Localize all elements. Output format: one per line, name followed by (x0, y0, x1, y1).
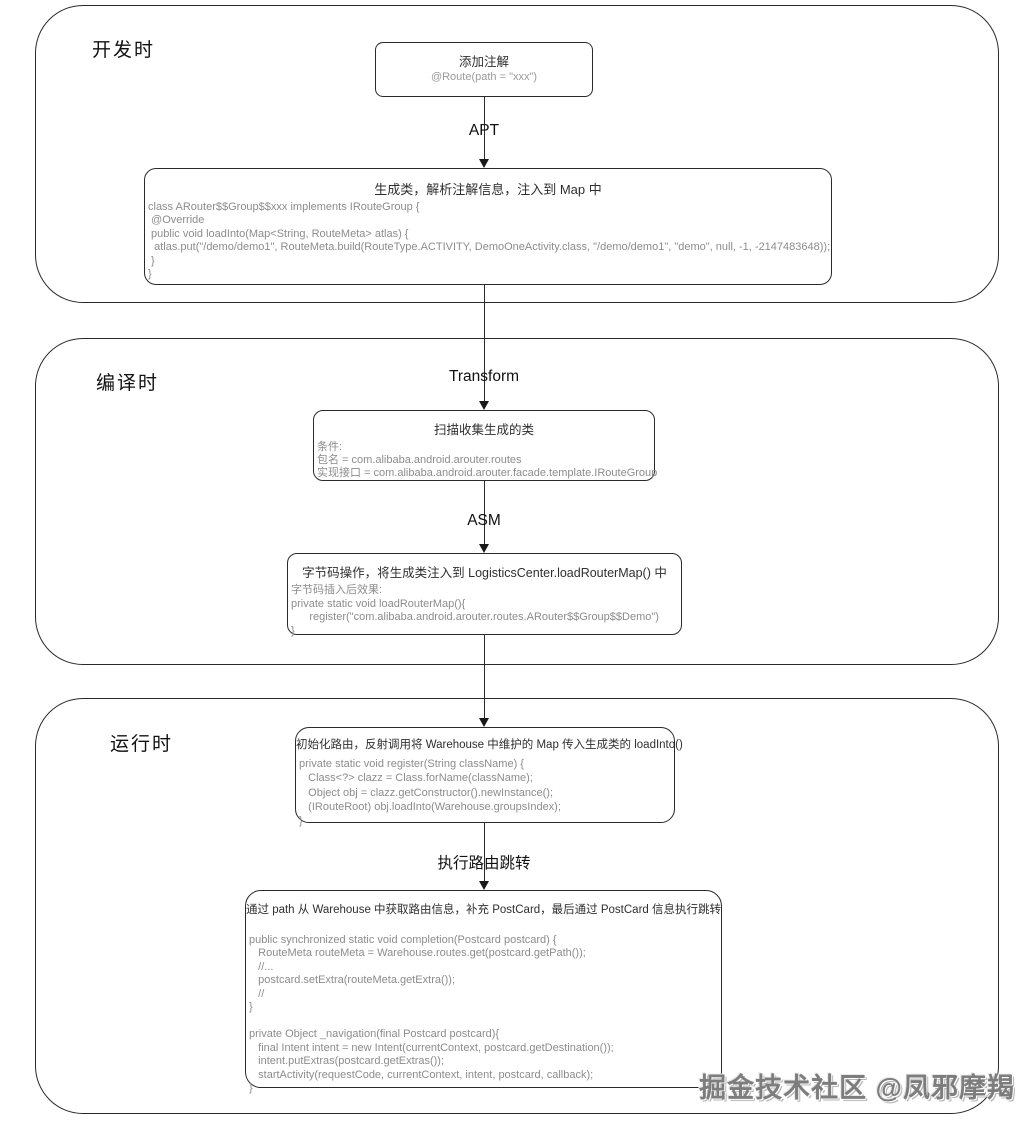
connector-annotate-to-generate (484, 97, 486, 161)
node-generate-class-title: 生成类，解析注解信息，注入到 Map 中 (374, 182, 602, 197)
node-generate-class: 生成类，解析注解信息，注入到 Map 中 class ARouter$$Grou… (144, 168, 832, 285)
node-scan-classes-code: 条件: 包名 = com.alibaba.android.arouter.rou… (317, 441, 658, 480)
node-scan-classes-title: 扫描收集生成的类 (433, 423, 534, 437)
arrow-label-apt: APT (468, 122, 500, 139)
node-completion-jump-code: public synchronized static void completi… (249, 933, 614, 1095)
node-init-route: 初始化路由，反射调用将 Warehouse 中维护的 Map 传入生成类的 lo… (295, 727, 683, 827)
node-init-route-title: 初始化路由，反射调用将 Warehouse 中维护的 Map 传入生成类的 lo… (296, 739, 683, 751)
arrowhead-scan (479, 401, 489, 410)
connector-generate-to-scan (484, 285, 486, 403)
node-add-annotation-title: 添加注解 (458, 55, 509, 69)
connector-bytecode-to-init (484, 635, 486, 720)
arrow-label-transform: Transform (448, 368, 520, 385)
arrow-label-route-jump: 执行路由跳转 (437, 855, 531, 872)
node-init-route-code: private static void register(String clas… (299, 758, 561, 828)
connector-init-to-completion (484, 823, 486, 883)
node-scan-classes: 扫描收集生成的类 条件: 包名 = com.alibaba.android.ar… (313, 410, 658, 481)
connector-scan-to-bytecode (484, 481, 486, 546)
arrowhead-bytecode (479, 544, 489, 553)
node-add-annotation-code: @Route(path = "xxx") (430, 71, 538, 83)
stage-label-compile: 编译时 (96, 373, 160, 394)
stage-label-development: 开发时 (92, 40, 156, 61)
node-completion-jump-title: 通过 path 从 Warehouse 中获取路由信息，补充 PostCard，… (246, 904, 722, 916)
node-completion-jump: 通过 path 从 Warehouse 中获取路由信息，补充 PostCard，… (245, 890, 722, 1094)
arrow-label-asm: ASM (467, 512, 501, 529)
node-generate-class-code: class ARouter$$Group$$xxx implements IRo… (148, 201, 831, 281)
arrowhead-completion (479, 881, 489, 890)
node-add-annotation: 添加注解 @Route(path = "xxx") (375, 42, 593, 97)
node-bytecode-operation-title: 字节码操作，将生成类注入到 LogisticsCenter.loadRouter… (302, 566, 667, 580)
node-bytecode-operation: 字节码操作，将生成类注入到 LogisticsCenter.loadRouter… (287, 553, 682, 637)
arrowhead-init (479, 718, 489, 727)
node-bytecode-operation-code: 字节码插入后效果: private static void loadRouter… (291, 584, 659, 637)
arrowhead-generate (479, 159, 489, 168)
juejin-watermark: 掘金技术社区 @凤邪摩羯 (699, 1073, 1015, 1103)
stage-label-runtime: 运行时 (110, 734, 174, 755)
